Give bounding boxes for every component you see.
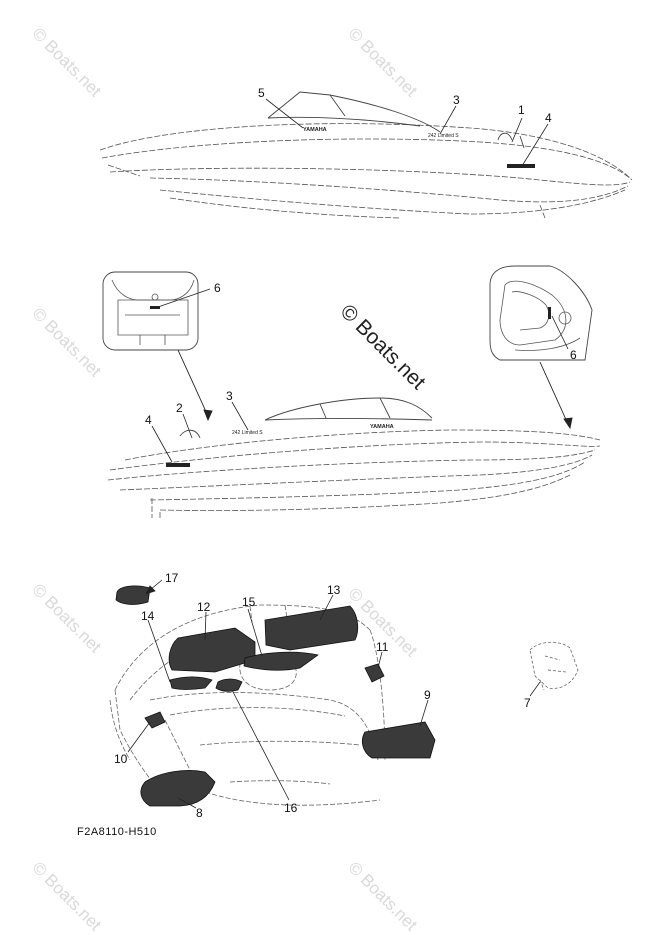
callout-10: 10: [114, 752, 128, 766]
mat-15: [243, 651, 319, 671]
mat-12: [168, 627, 256, 673]
callout-11: 11: [376, 640, 389, 654]
callout-16: 16: [284, 801, 298, 815]
callout-4-middle: 4: [145, 413, 152, 427]
callout-4-top: 4: [545, 111, 552, 125]
boat-top-leader-lines: [265, 98, 549, 167]
callout-1-top: 1: [518, 103, 525, 117]
mat-17: [115, 585, 151, 605]
boat-top-model-decal: 242 Limited S: [428, 133, 459, 139]
callout-6-stern-inset: 6: [214, 281, 221, 295]
callout-12: 12: [197, 600, 211, 614]
diagram-reference-code: F2A8110-H510: [77, 826, 157, 838]
mat-16: [215, 678, 243, 692]
callout-17: 17: [165, 571, 179, 585]
boat-top-windshield: [267, 91, 441, 133]
callout-15: 15: [242, 595, 256, 609]
mat-14: [169, 676, 213, 690]
boat-middle-model-decal: 242 Limited S: [232, 430, 263, 436]
mat-11: [364, 663, 385, 683]
boat-top-yamaha-decal: YAMAHA: [303, 127, 327, 133]
boat-top-hull-sheer: [99, 123, 631, 179]
inset-bow-detail: [489, 265, 593, 361]
inset-leader-lines: [157, 288, 569, 350]
boat-middle-leader-lines: [151, 401, 249, 463]
part-7-cluster: [529, 641, 579, 691]
boat-top-view: [99, 123, 633, 219]
deck-mat-pieces: [115, 585, 436, 807]
callout-2-middle: 2: [176, 401, 183, 415]
callout-7: 7: [524, 696, 531, 710]
inset-connector-arrows: [177, 349, 573, 430]
inset-stern-detail: [102, 271, 199, 351]
boat-middle-view: [107, 429, 601, 520]
boat-middle-windshield: [264, 397, 433, 421]
boat-top-bow-rail: [497, 132, 525, 149]
boat-middle-hull-sheer: [124, 429, 601, 461]
boat-middle-yamaha-decal: YAMAHA: [370, 424, 394, 430]
callout-5-top: 5: [258, 86, 265, 100]
mat-13: [264, 605, 359, 651]
mat-9: [361, 721, 436, 759]
boat-middle-stern-rail: [179, 429, 201, 439]
callout-6-bow-inset: 6: [570, 348, 577, 362]
boat-middle-stripe-decal: [166, 463, 190, 467]
callout-14: 14: [141, 609, 155, 623]
boat-top-stripe-decal: [507, 164, 535, 168]
deck-leader-lines: [127, 579, 541, 809]
callout-3-middle: 3: [226, 389, 233, 403]
mat-8: [140, 770, 216, 807]
callout-9: 9: [424, 688, 431, 702]
callout-3-top: 3: [453, 93, 460, 107]
callout-13: 13: [327, 583, 341, 597]
mat-10: [144, 711, 166, 729]
callout-8: 8: [196, 806, 203, 820]
parts-diagram: YAMAHA 242 Limited S: [99, 91, 633, 809]
